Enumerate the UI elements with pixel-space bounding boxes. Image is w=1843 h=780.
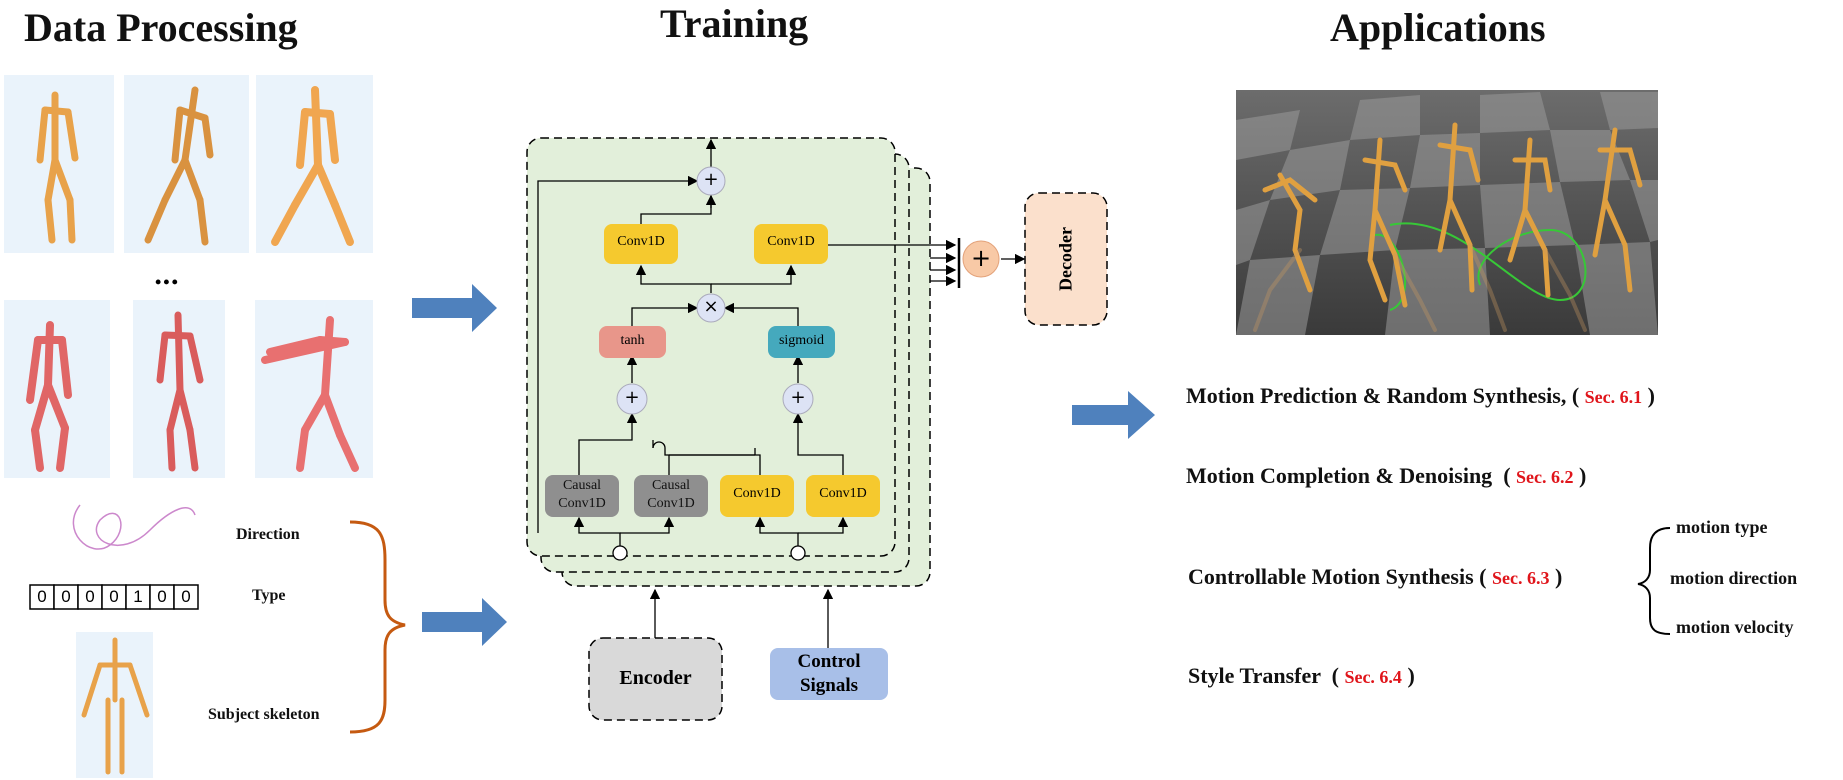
causal-conv1d-1-line2: Conv1D	[558, 496, 606, 511]
control-signals-line1: Control	[797, 651, 861, 672]
app-controllable-synthesis-text: Controllable Motion Synthesis	[1188, 564, 1474, 589]
top-plus-node	[696, 166, 726, 196]
skeleton-red-2	[156, 311, 204, 472]
arrow-data-to-training-bottom	[422, 598, 507, 646]
type-one-hot-values: 0 0 0 0 1 0 0	[30, 587, 198, 607]
conv1d-top-left: Conv1D	[617, 234, 665, 249]
motion-frame-red-1	[4, 300, 110, 478]
arrow-data-to-training-top	[412, 284, 497, 332]
tanh-block: tanh	[620, 333, 645, 348]
sec-6-3-link[interactable]: Sec. 6.3	[1491, 568, 1550, 588]
control-signals-label: Control Signals	[770, 650, 888, 698]
control-brace	[1637, 527, 1671, 635]
direction-label: Direction	[236, 526, 300, 543]
type-label: Type	[252, 587, 286, 604]
conv1d-bottom-2: Conv1D	[819, 486, 867, 501]
control-signals-line2: Signals	[799, 675, 859, 696]
plus-symbol-output: +	[970, 244, 992, 272]
causal-conv1d-1-line1: Causal	[562, 478, 602, 493]
sec-6-1-link[interactable]: Sec. 6.1	[1584, 387, 1643, 407]
ellipsis: •••	[155, 272, 180, 292]
sub-item-motion-velocity: motion velocity	[1676, 617, 1794, 637]
app-motion-prediction: Motion Prediction & Random Synthesis, ( …	[1186, 383, 1655, 408]
app-style-transfer-text: Style Transfer	[1188, 663, 1321, 688]
skeleton-orange-1	[36, 91, 79, 244]
plus-symbol-top: +	[703, 169, 719, 190]
app-motion-completion: Motion Completion & Denoising ( Sec. 6.2…	[1186, 463, 1587, 488]
decoder-label: Decoder	[1055, 227, 1076, 291]
causal-conv1d-2: Causal Conv1D	[634, 477, 708, 513]
inputs-brace	[349, 520, 406, 734]
sec-6-2-link[interactable]: Sec. 6.2	[1516, 467, 1574, 487]
plus-symbol-right: +	[790, 387, 806, 408]
left-plus-node	[616, 383, 648, 415]
sigmoid-block: sigmoid	[778, 333, 825, 348]
sub-item-motion-type: motion type	[1676, 517, 1768, 537]
conv1d-bottom-1: Conv1D	[733, 486, 781, 501]
type-bit: 0	[85, 587, 95, 606]
causal-conv1d-2-line1: Causal	[651, 478, 691, 493]
type-bit: 0	[181, 587, 191, 606]
app-motion-completion-text: Motion Completion & Denoising	[1186, 463, 1493, 488]
motion-frame-red-3	[255, 300, 373, 478]
training-title: Training	[660, 1, 809, 46]
times-node	[696, 293, 726, 323]
skeleton-orange-3	[271, 86, 354, 246]
motion-render-image	[1236, 90, 1658, 335]
data-processing-title: Data Processing	[24, 5, 298, 50]
subject-skeleton-label: Subject skeleton	[208, 706, 320, 723]
plus-symbol-left: +	[624, 387, 640, 408]
type-bit: 0	[109, 587, 119, 606]
subject-skeleton-figure	[81, 637, 150, 775]
type-bit: 1	[133, 587, 143, 606]
type-bit: 0	[61, 587, 71, 606]
causal-conv1d-2-line2: Conv1D	[647, 496, 695, 511]
sec-6-4-link[interactable]: Sec. 6.4	[1344, 667, 1402, 687]
sub-item-motion-direction: motion direction	[1670, 568, 1798, 588]
type-bit: 0	[37, 587, 47, 606]
skeleton-red-1	[26, 321, 72, 472]
times-symbol: ×	[703, 296, 719, 317]
skeleton-orange-2	[144, 86, 214, 246]
type-one-hot-vector	[29, 584, 199, 610]
output-sum-node	[962, 240, 1000, 278]
causal-conv1d-1: Causal Conv1D	[545, 477, 619, 513]
applications-title: Applications	[1330, 5, 1546, 50]
app-style-transfer: Style Transfer ( Sec. 6.4 )	[1188, 663, 1415, 688]
right-plus-node	[782, 383, 814, 415]
conv1d-top-right: Conv1D	[767, 234, 815, 249]
skeleton-red-3	[261, 316, 359, 472]
app-controllable-synthesis: Controllable Motion Synthesis ( Sec. 6.3…	[1188, 564, 1563, 589]
app-motion-prediction-text: Motion Prediction & Random Synthesis,	[1186, 383, 1567, 408]
direction-trajectory	[72, 504, 196, 550]
type-bit: 0	[157, 587, 167, 606]
arrow-training-to-applications	[1072, 391, 1155, 439]
encoder-label: Encoder	[619, 667, 692, 689]
